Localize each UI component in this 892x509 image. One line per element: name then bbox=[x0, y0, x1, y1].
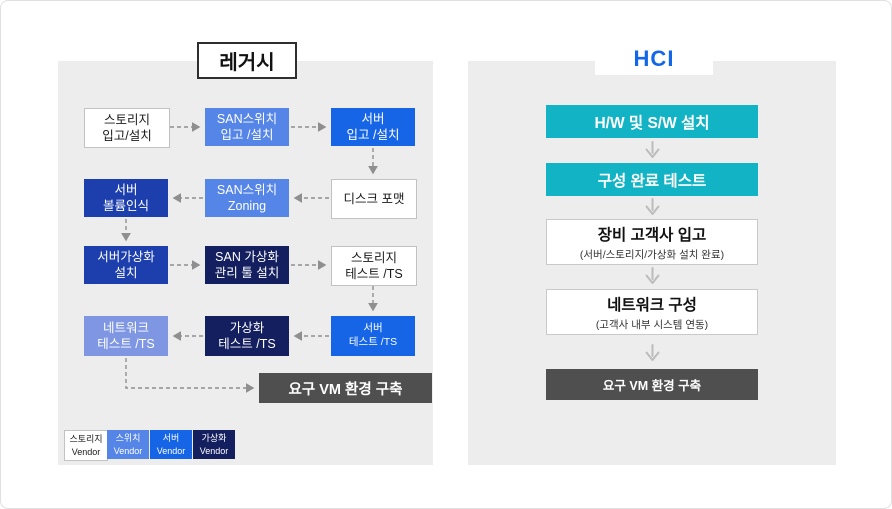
hci-step-customer-delivery: 장비 고객사 입고 (서버/스토리지/가상화 설치 완료) bbox=[546, 219, 758, 265]
down-arrow-icon bbox=[468, 198, 836, 217]
legend-label-line2: Vendor bbox=[156, 445, 186, 456]
box-label-line2: 입고 /설치 bbox=[220, 128, 274, 142]
hci-step-hw-sw-install: H/W 및 S/W 설치 bbox=[546, 105, 758, 138]
box-label-line2: 테스트 /TS bbox=[348, 336, 398, 348]
step-label: 요구 VM 환경 구축 bbox=[602, 379, 702, 393]
box-label-line1: 서버 bbox=[363, 322, 383, 335]
legend-storage-vendor: 스토리지 Vendor bbox=[64, 430, 108, 461]
legacy-goal-box: 요구 VM 환경 구축 bbox=[259, 373, 432, 403]
legend-label-line1: 스위치 bbox=[115, 433, 141, 444]
box-label-line1: SAN 가상화 bbox=[215, 249, 279, 264]
down-arrow-icon bbox=[468, 267, 836, 286]
box-label-line1: SAN스위치 bbox=[216, 111, 278, 126]
step-label: 구성 완료 테스트 bbox=[597, 172, 707, 190]
hci-step-config-test: 구성 완료 테스트 bbox=[546, 163, 758, 196]
box-label-line2: 볼륨인식 bbox=[102, 199, 149, 213]
legacy-box-virt-test: 가상화 테스트 /TS bbox=[205, 316, 289, 356]
legend-virtualization-vendor: 가상화 Vendor bbox=[193, 430, 235, 459]
box-label-line2: 테스트 /TS bbox=[345, 267, 403, 281]
legacy-box-san-zoning: SAN스위치 Zoning bbox=[205, 179, 289, 217]
legacy-box-storage-install: 스토리지 입고/설치 bbox=[84, 108, 170, 148]
legacy-box-network-test: 네트워크 테스트 /TS bbox=[84, 316, 168, 356]
box-label-line1: SAN스위치 bbox=[216, 182, 278, 197]
legacy-box-disk-format: 디스크 포맷 bbox=[331, 179, 417, 219]
legacy-box-server-volume: 서버 볼륨인식 bbox=[84, 179, 168, 217]
box-label-line1: 네트워크 bbox=[102, 320, 149, 335]
legacy-box-server-install: 서버 입고 /설치 bbox=[331, 108, 415, 146]
box-label-line2: 입고 /설치 bbox=[346, 128, 400, 142]
legacy-box-san-switch-install: SAN스위치 입고 /설치 bbox=[205, 108, 289, 146]
box-label-line1: 스토리지 bbox=[350, 250, 397, 265]
hci-step-network-config: 네트워크 구성 (고객사 내부 시스템 연동) bbox=[546, 289, 758, 335]
legend-label-line1: 서버 bbox=[162, 433, 180, 444]
legend-label-line1: 스토리지 bbox=[69, 434, 103, 445]
legend-switch-vendor: 스위치 Vendor bbox=[107, 430, 149, 459]
down-arrow-icon bbox=[468, 141, 836, 160]
step-label: H/W 및 S/W 설치 bbox=[594, 114, 710, 132]
hci-panel: H/W 및 S/W 설치 구성 완료 테스트 장비 고객사 입고 (서버/스토리… bbox=[468, 61, 836, 465]
legacy-box-server-test: 서버 테스트 /TS bbox=[331, 316, 415, 356]
step-sublabel: (서버/스토리지/가상화 설치 완료) bbox=[579, 248, 725, 261]
step-label: 네트워크 구성 bbox=[607, 296, 697, 314]
box-label-line2: 관리 툴 설치 bbox=[214, 266, 280, 280]
legend-label-line2: Vendor bbox=[113, 445, 143, 456]
legacy-panel: 스토리지 입고/설치 SAN스위치 입고 /설치 서버 입고 /설치 서버 볼륨… bbox=[58, 61, 433, 465]
box-label-line2: 테스트 /TS bbox=[97, 337, 155, 351]
hci-goal-box: 요구 VM 환경 구축 bbox=[546, 369, 758, 400]
legacy-box-server-virtualization: 서버가상화 설치 bbox=[84, 246, 168, 284]
box-label-line1: 가상화 bbox=[229, 320, 265, 335]
box-label-line2: 입고/설치 bbox=[102, 129, 152, 143]
step-sublabel: (고객사 내부 시스템 연동) bbox=[595, 318, 709, 331]
step-label: 장비 고객사 입고 bbox=[597, 226, 707, 244]
legacy-flow-arrows-icon bbox=[121, 122, 378, 393]
legend-label-line2: Vendor bbox=[71, 446, 101, 457]
box-label-line1: 서버가상화 bbox=[97, 249, 155, 264]
legend-label-line2: Vendor bbox=[199, 445, 229, 456]
legacy-section-title: 레거시 bbox=[197, 42, 297, 79]
box-label-line1: 서버 bbox=[361, 111, 385, 126]
box-label-line2: Zoning bbox=[227, 199, 267, 213]
down-arrow-icon bbox=[468, 344, 836, 363]
box-label-line1: 디스크 포맷 bbox=[343, 191, 405, 206]
hci-section-title: HCI bbox=[595, 42, 713, 75]
box-label-line2: 테스트 /TS bbox=[218, 337, 276, 351]
legacy-box-san-virt-tool: SAN 가상화 관리 툴 설치 bbox=[205, 246, 289, 284]
box-label-line1: 서버 bbox=[114, 182, 138, 197]
legacy-box-storage-test: 스토리지 테스트 /TS bbox=[331, 246, 417, 286]
legend-label-line1: 가상화 bbox=[201, 433, 227, 444]
box-label-line2: 설치 bbox=[114, 266, 138, 280]
box-label-line1: 스토리지 bbox=[103, 112, 150, 127]
legend-server-vendor: 서버 Vendor bbox=[150, 430, 192, 459]
